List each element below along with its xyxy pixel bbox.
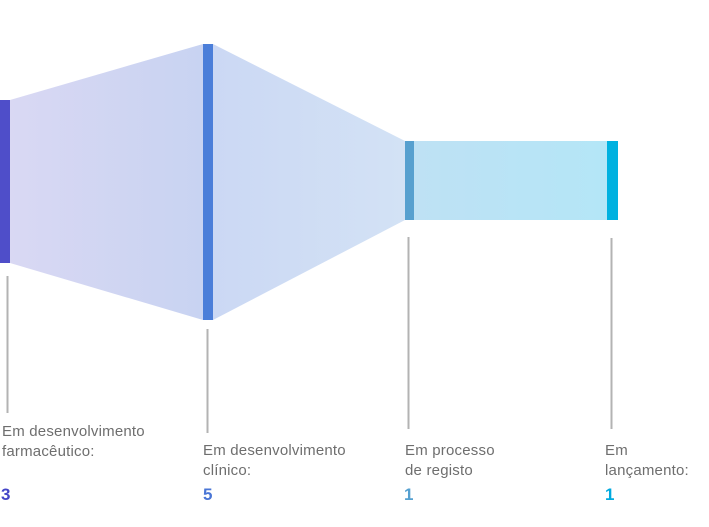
bar-stage-4 bbox=[607, 141, 618, 220]
stage-label-line: Em bbox=[605, 442, 628, 459]
funnel-segment-1 bbox=[10, 44, 203, 320]
bar-stage-3 bbox=[405, 141, 414, 220]
stage-label-4: Em lançamento: bbox=[605, 441, 689, 480]
stage-label-line: lançamento: bbox=[605, 461, 689, 479]
stage-value-3: 1 bbox=[404, 485, 414, 504]
bar-stage-2 bbox=[203, 44, 213, 320]
stage-label-line: Em desenvolvimento bbox=[2, 423, 145, 440]
stage-label-line: de registo bbox=[405, 461, 473, 479]
stage-value-1: 3 bbox=[1, 485, 11, 504]
stage-label-line: Em desenvolvimento bbox=[203, 442, 346, 459]
funnel-segment-3 bbox=[414, 141, 607, 220]
stage-label-3: Em processo de registo bbox=[405, 441, 495, 480]
stage-label-line: Em processo bbox=[405, 442, 495, 459]
stage-label-2: Em desenvolvimento clínico: bbox=[203, 441, 346, 480]
stage-value-4: 1 bbox=[605, 485, 615, 504]
stage-value-2: 5 bbox=[203, 485, 213, 504]
stage-label-1: Em desenvolvimento farmacêutico: bbox=[2, 422, 145, 461]
stage-label-line: clínico: bbox=[203, 461, 252, 479]
funnel-segment-2 bbox=[213, 44, 405, 320]
bar-stage-1 bbox=[0, 100, 10, 263]
stage-label-line: farmacêutico: bbox=[2, 442, 95, 460]
